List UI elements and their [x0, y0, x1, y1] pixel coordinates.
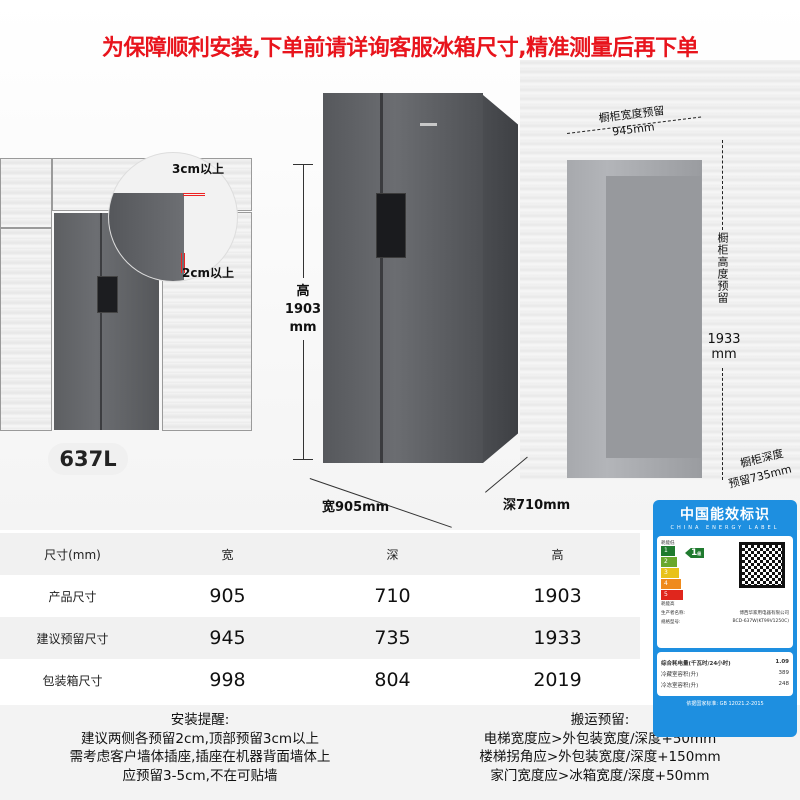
install-note-line: 需考虑客户墙体插座,插座在机器背面墙体上	[69, 749, 331, 765]
install-note-line: 建议两侧各预留2cm,顶部预留3cm以上	[80, 730, 320, 747]
transport-note-line: 楼梯拐角应>外包装宽度/深度+150mm	[479, 749, 721, 765]
energy-level-1: 1	[661, 546, 675, 556]
depth-dimension-label: 深710mm	[503, 498, 571, 513]
energy-label-subtitle: CHINA ENERGY LABEL	[670, 525, 780, 531]
transport-notes: 搬运预留: 电梯宽度应>外包装宽度/深度+50mm 楼梯拐角应>外包装宽度/深度…	[410, 711, 790, 785]
headline-warning: 为保障顺利安装,下单前请详询客服冰箱尺寸,精准测量后再下单	[101, 36, 699, 61]
install-note-line: 应预留3-5cm,不在可贴墙	[122, 767, 278, 784]
install-notes: 安装提醒: 建议两侧各预留2cm,顶部预留3cm以上 需考虑客户墙体插座,插座在…	[10, 711, 390, 785]
qr-code	[739, 542, 785, 588]
height-dimension-line	[303, 340, 304, 459]
energy-scale-bars: 1 2 3 4 5	[661, 546, 685, 600]
spec-table: 尺寸(mm) 宽 深 高 产品尺寸 905 710 1903 建议预留尺寸 94…	[0, 533, 640, 701]
column-header: 宽	[221, 547, 234, 562]
china-energy-label: 中国能效标识 CHINA ENERGY LABEL 耗能低 1 2 3 4 5 …	[653, 500, 797, 737]
depth-cell: 735	[374, 627, 411, 649]
side-gap-marker	[181, 253, 185, 273]
manufacturer-value: 博西华家用电器有限公司	[739, 611, 790, 616]
door-seam	[380, 93, 383, 463]
niche-height-line	[722, 368, 723, 480]
column-header: 尺寸(mm)	[44, 547, 101, 562]
magnifier-detail	[108, 152, 238, 282]
energy-level-4: 4	[661, 579, 681, 589]
door-seam	[100, 213, 102, 430]
energy-stats-panel: 综合耗电量(千瓦时/24小时) 1.09 冷藏室容积(升) 389 冷冻室容积(…	[657, 652, 793, 696]
height-dimension-label: 高 1903 mm	[280, 283, 326, 337]
main-fridge-illustration	[323, 93, 483, 463]
row-label: 包装箱尺寸	[42, 673, 103, 688]
freezer-volume-row: 冷冻室容积(升) 248	[661, 681, 789, 689]
cabinet-panel	[0, 158, 52, 228]
transport-note-line: 家门宽度应>冰箱宽度/深度+50mm	[490, 767, 710, 784]
height-label: 高	[296, 284, 310, 299]
freezer-volume-label: 冷冻室容积(升)	[661, 683, 699, 689]
cabinet-panel	[0, 228, 52, 431]
table-row: 产品尺寸 905 710 1903	[0, 575, 640, 617]
column-header: 深	[386, 547, 399, 562]
energy-label-title: 中国能效标识	[680, 507, 770, 523]
consumption-label: 综合耗电量(千瓦时/24小时)	[661, 661, 731, 667]
height-cell: 1933	[533, 627, 582, 649]
energy-grade-badge: 1级	[685, 548, 705, 558]
width-dimension-label: 宽905mm	[322, 500, 390, 515]
cabinet-niche-back	[606, 176, 701, 458]
energy-grade-suffix: 级	[697, 551, 702, 556]
energy-grade: 1	[691, 548, 698, 558]
height-value: 1903	[284, 302, 322, 317]
manufacturer-row: 生产者名称: 博西华家用电器有限公司	[661, 610, 789, 616]
niche-height-unit: mm	[711, 347, 737, 362]
table-header-row: 尺寸(mm) 宽 深 高	[0, 533, 640, 575]
capacity-badge: 637L	[48, 443, 128, 475]
height-cell: 1903	[533, 585, 582, 607]
table-row: 建议预留尺寸 945 735 1933	[0, 617, 640, 659]
width-cell: 998	[209, 669, 246, 691]
freezer-volume-value: 248	[778, 681, 790, 687]
consumption-row: 综合耗电量(千瓦时/24小时) 1.09	[661, 659, 789, 667]
row-label: 建议预留尺寸	[36, 631, 109, 646]
consumption-value: 1.09	[775, 659, 789, 665]
depth-cell: 710	[374, 585, 411, 607]
scale-top-label: 耗能低	[661, 541, 675, 546]
height-dimension-line	[303, 164, 304, 278]
height-cell: 2019	[533, 669, 582, 691]
width-cell: 945	[209, 627, 246, 649]
fridge-volume-row: 冷藏室容积(升) 389	[661, 670, 789, 678]
brand-logo	[420, 123, 437, 126]
magnified-fridge	[109, 193, 184, 281]
dispenser-panel	[97, 276, 118, 313]
side-gap-note: 2cm以上	[182, 266, 234, 280]
height-dimension-tick	[293, 459, 313, 460]
depth-cell: 804	[374, 669, 411, 691]
model-label: 规格型号:	[661, 620, 681, 625]
height-unit: mm	[289, 320, 317, 335]
top-gap-note: 3cm以上	[172, 162, 224, 176]
energy-level-2: 2	[661, 557, 677, 567]
energy-standard: 依据国家标准: GB 12021.2-2015	[686, 701, 764, 707]
install-notes-title: 安装提醒:	[170, 712, 230, 728]
dispenser-panel	[376, 193, 406, 258]
niche-height-title: 橱柜高度预留	[716, 232, 729, 304]
width-cell: 905	[209, 585, 246, 607]
niche-height-line	[722, 140, 723, 230]
top-gap-marker	[183, 193, 205, 196]
niche-height-label: 1933 mm	[702, 332, 746, 362]
row-label: 产品尺寸	[48, 589, 97, 604]
fridge-volume-label: 冷藏室容积(升)	[661, 672, 699, 678]
model-value: BCD-637W(KT99V1250C)	[732, 619, 789, 624]
manufacturer-label: 生产者名称:	[661, 611, 686, 616]
scale-bottom-label: 耗能高	[661, 602, 675, 607]
energy-level-5: 5	[661, 590, 683, 600]
column-header: 高	[551, 547, 564, 562]
energy-level-3: 3	[661, 568, 679, 578]
fridge-volume-value: 389	[778, 670, 790, 676]
energy-grade-panel: 耗能低 1 2 3 4 5 耗能高 1级 生产者名称: 博西华家用电器有限公司 …	[657, 536, 793, 648]
niche-height-value: 1933	[707, 332, 741, 347]
transport-notes-title: 搬运预留:	[570, 712, 630, 728]
table-row: 包装箱尺寸 998 804 2019	[0, 659, 640, 701]
fridge-side-panel	[483, 95, 518, 463]
model-row: 规格型号: BCD-637W(KT99V1250C)	[661, 619, 789, 625]
